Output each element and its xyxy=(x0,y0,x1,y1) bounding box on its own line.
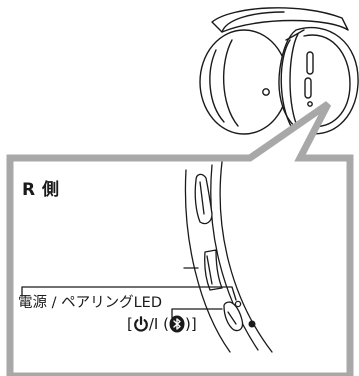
button-label-prefix: [ xyxy=(127,315,133,333)
led-leader xyxy=(21,286,237,301)
bt-mark xyxy=(248,320,256,328)
callout-frame xyxy=(6,101,354,376)
power-pairing-led-label: 電源 / ペアリングLED xyxy=(18,295,163,311)
power-button-label: [ /I ( )] xyxy=(127,315,197,333)
power-icon xyxy=(133,315,149,333)
headphone-illustration xyxy=(199,7,359,135)
button-label-mid: /I ( xyxy=(148,315,169,333)
earcup-closeup xyxy=(21,161,273,353)
headband xyxy=(211,7,349,33)
slider-control xyxy=(204,249,223,291)
cup-outer-edge xyxy=(219,161,273,353)
bluetooth-icon xyxy=(169,315,185,333)
upper-slot xyxy=(194,173,213,225)
left-ear-cup xyxy=(199,29,289,135)
power-button xyxy=(223,301,244,332)
button-leader xyxy=(171,308,223,319)
cup-inner-edge xyxy=(184,169,231,353)
left-jack xyxy=(262,88,270,96)
side-label: R 側 xyxy=(22,180,60,200)
led-indicator xyxy=(234,300,242,308)
button-label-suffix: )] xyxy=(184,315,197,333)
